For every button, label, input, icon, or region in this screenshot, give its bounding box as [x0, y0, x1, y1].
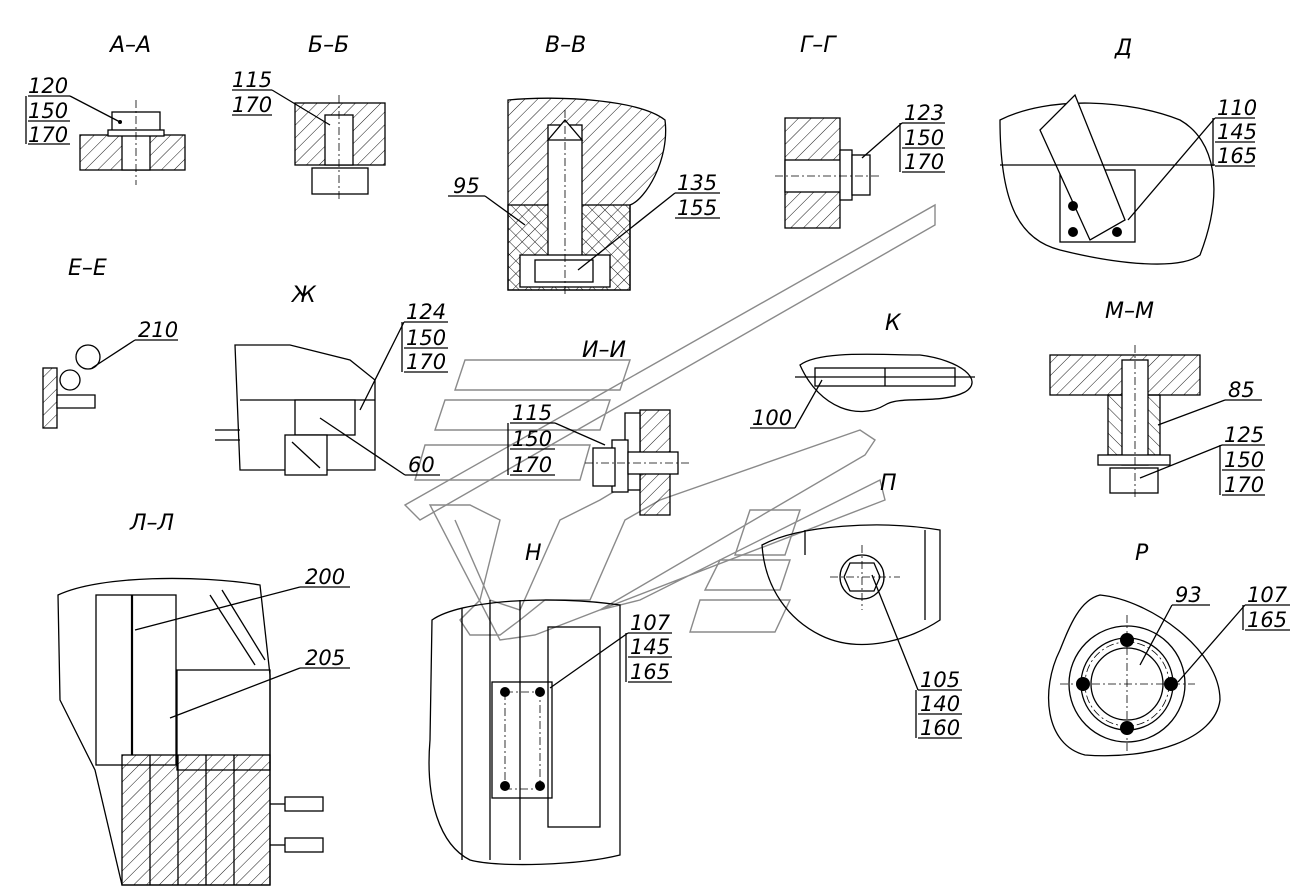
view-title: Л–Л — [129, 511, 174, 536]
callout-number: 165 — [630, 660, 670, 684]
callout-number: 124 — [406, 300, 446, 324]
view-ee: Е–Е 210 — [42, 256, 178, 429]
view-vv: В–В 95 135 155 — [448, 33, 720, 295]
part-label: 93 — [1175, 583, 1202, 607]
view-title: Е–Е — [68, 256, 107, 281]
callout-number: 115 — [512, 401, 552, 425]
part-label: 100 — [752, 406, 792, 430]
view-title: М–М — [1105, 299, 1154, 324]
callout-number: 170 — [232, 93, 272, 117]
view-gg: Г–Г 123 150 170 — [775, 33, 945, 229]
view-title: Р — [1135, 541, 1149, 566]
view-title: Н — [525, 541, 542, 566]
view-bb: Б–Б 115 170 — [232, 33, 386, 200]
callout-number: 170 — [28, 123, 68, 147]
view-title: А–А — [108, 33, 151, 58]
view-title: В–В — [545, 33, 586, 58]
watermark-logo — [403, 203, 936, 641]
view-title: Г–Г — [800, 33, 837, 58]
callout-number: 135 — [677, 171, 717, 195]
callout-number: 120 — [28, 74, 68, 98]
view-title: Д — [1114, 36, 1132, 61]
callout-number: 160 — [920, 716, 960, 740]
callout-number: 105 — [920, 668, 960, 692]
callout-number: 165 — [1247, 608, 1287, 632]
view-r: Р 93 107 165 — [1048, 541, 1290, 757]
callout-number: 125 — [1224, 423, 1264, 447]
view-p: П 105 140 160 — [761, 471, 962, 740]
part-label: 95 — [453, 174, 480, 198]
view-n: Н 107 145 165 — [428, 541, 672, 866]
view-title: Ж — [290, 283, 317, 308]
view-aa: А–А 120 150 170 — [25, 33, 186, 185]
view-title: Б–Б — [308, 33, 349, 58]
part-label: 200 — [305, 565, 345, 589]
callout-number: 150 — [406, 326, 446, 350]
callout-number: 150 — [904, 126, 944, 150]
view-ii: И–И 115 150 170 — [507, 338, 690, 516]
callout-number: 155 — [677, 196, 717, 220]
callout-number: 110 — [1217, 96, 1257, 120]
callout-number: 140 — [920, 692, 960, 716]
callout-number: 170 — [1224, 473, 1264, 497]
callout-number: 170 — [512, 453, 552, 477]
view-ll: Л–Л 200 205 — [57, 511, 350, 886]
callout-number: 115 — [232, 68, 272, 92]
callout-number: 170 — [406, 350, 446, 374]
callout-number: 165 — [1217, 144, 1257, 168]
part-label: 60 — [408, 453, 435, 477]
view-d: Д 110 145 165 — [999, 36, 1257, 265]
callout-number: 107 — [1247, 583, 1288, 607]
view-title: И–И — [582, 338, 626, 363]
view-title: К — [885, 311, 902, 336]
callout-number: 145 — [1217, 120, 1257, 144]
view-mm: М–М 85 125 150 170 — [1049, 299, 1265, 500]
callout-number: 145 — [630, 635, 670, 659]
part-label: 85 — [1228, 378, 1255, 402]
callout-number: 123 — [904, 101, 944, 125]
part-label: 210 — [138, 318, 178, 342]
view-title: П — [880, 471, 897, 496]
callout-number: 150 — [512, 427, 552, 451]
view-k: К 100 — [750, 311, 975, 430]
callout-number: 150 — [28, 99, 68, 123]
callout-number: 150 — [1224, 448, 1264, 472]
callout-number: 107 — [630, 611, 671, 635]
part-label: 205 — [305, 646, 345, 670]
callout-number: 170 — [904, 150, 944, 174]
view-zh: Ж 124 150 170 60 — [215, 283, 448, 477]
